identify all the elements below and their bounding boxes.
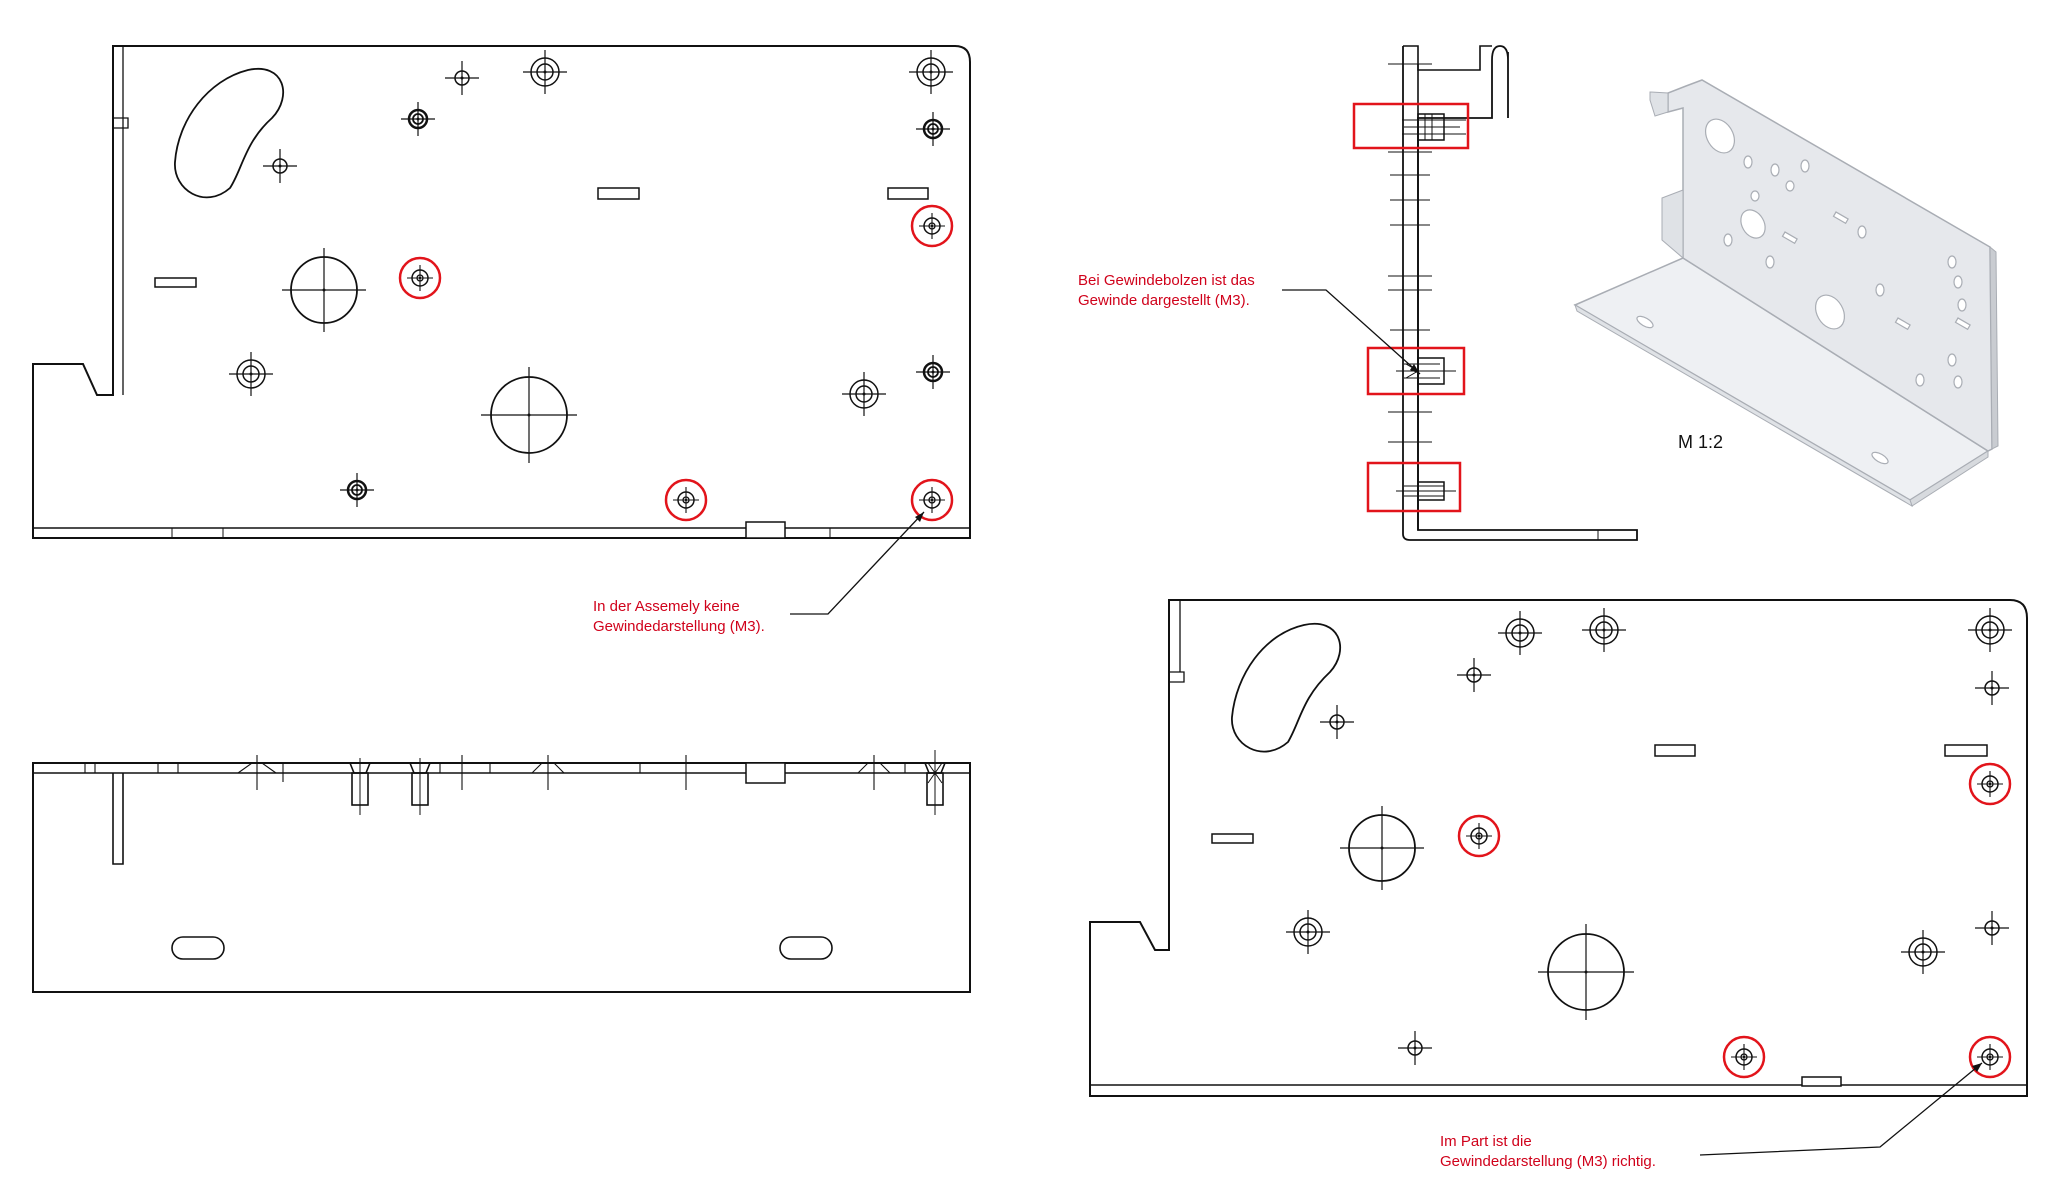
- part-plate-outline: [1089, 599, 2028, 1097]
- front-view-assembly: [32, 45, 971, 539]
- assembly-note: In der Assemely keine Gewindedarstellung…: [593, 511, 925, 635]
- iso-wall: [1667, 79, 1993, 452]
- side-stud-2: [1396, 357, 1456, 385]
- part-note-line2: Gewindedarstellung (M3) richtig.: [1440, 1153, 1656, 1170]
- stud-note: Bei Gewindebolzen ist das Gewinde darges…: [1078, 272, 1421, 375]
- side-view: [1352, 45, 1638, 541]
- thread-highlight-2: [1366, 346, 1466, 396]
- thread-highlight-1: [1352, 102, 1470, 150]
- plate-outline: [32, 45, 971, 539]
- side-stud-3: [1396, 481, 1456, 501]
- slot-left: [171, 936, 225, 960]
- assembly-note-line1: In der Assemely keine: [593, 598, 740, 615]
- part-note-line1: Im Part ist die: [1440, 1133, 1532, 1150]
- slot-right: [779, 936, 833, 960]
- isometric-view: [1573, 79, 1999, 508]
- stud-3: [924, 750, 946, 815]
- bottom-view: [32, 750, 971, 993]
- stud-1: [349, 758, 371, 815]
- side-stud-1: [1402, 113, 1466, 141]
- thread-highlight-3: [1366, 461, 1462, 513]
- scale-label: M 1:2: [1678, 432, 1723, 452]
- part-note: Im Part ist die Gewindedarstellung (M3) …: [1440, 1062, 1983, 1170]
- kidney-cutout: [174, 67, 285, 199]
- stud-note-line2: Gewinde dargestellt (M3).: [1078, 292, 1250, 309]
- front-view-part: [1089, 599, 2028, 1097]
- part-kidney-cutout: [1231, 622, 1342, 753]
- stud-note-line1: Bei Gewindebolzen ist das: [1078, 272, 1255, 289]
- stud-2: [409, 758, 431, 815]
- assembly-note-line2: Gewindedarstellung (M3).: [593, 618, 765, 635]
